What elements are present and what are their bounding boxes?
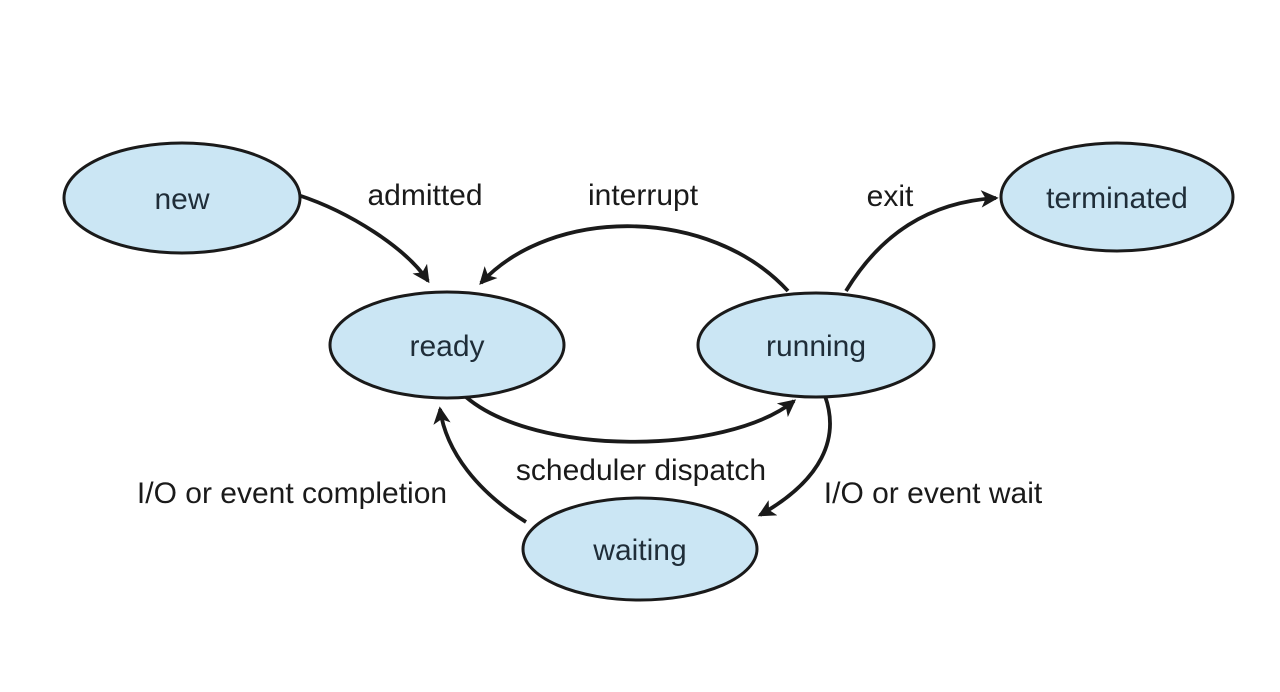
transition-label-io-completion: I/O or event completion	[137, 477, 447, 510]
transition-arrow-io-wait	[757, 395, 832, 517]
transition-arrow-interrupt	[479, 224, 790, 293]
state-label-terminated: terminated	[1046, 182, 1188, 215]
state-label-waiting: waiting	[592, 534, 686, 567]
transition-arrow-scheduler-dispatch	[464, 395, 797, 444]
transition-label-admitted: admitted	[367, 179, 482, 212]
state-label-new: new	[154, 183, 209, 216]
state-ellipse-running	[696, 291, 936, 399]
transition-label-interrupt: interrupt	[588, 179, 699, 212]
state-ellipse-new	[62, 141, 302, 255]
transition-arrow-exit	[844, 190, 999, 292]
state-label-running: running	[766, 330, 866, 363]
state-label-ready: ready	[409, 330, 484, 363]
state-ellipse-terminated	[999, 141, 1235, 253]
transition-arrow-admitted	[297, 193, 430, 284]
transition-label-io-wait: I/O or event wait	[824, 477, 1043, 510]
transition-label-scheduler-dispatch: scheduler dispatch	[516, 454, 766, 487]
state-ellipse-waiting	[521, 496, 759, 602]
state-ellipse-ready	[328, 290, 566, 400]
transition-arrow-io-completion	[433, 406, 528, 524]
transition-label-exit: exit	[867, 180, 914, 213]
